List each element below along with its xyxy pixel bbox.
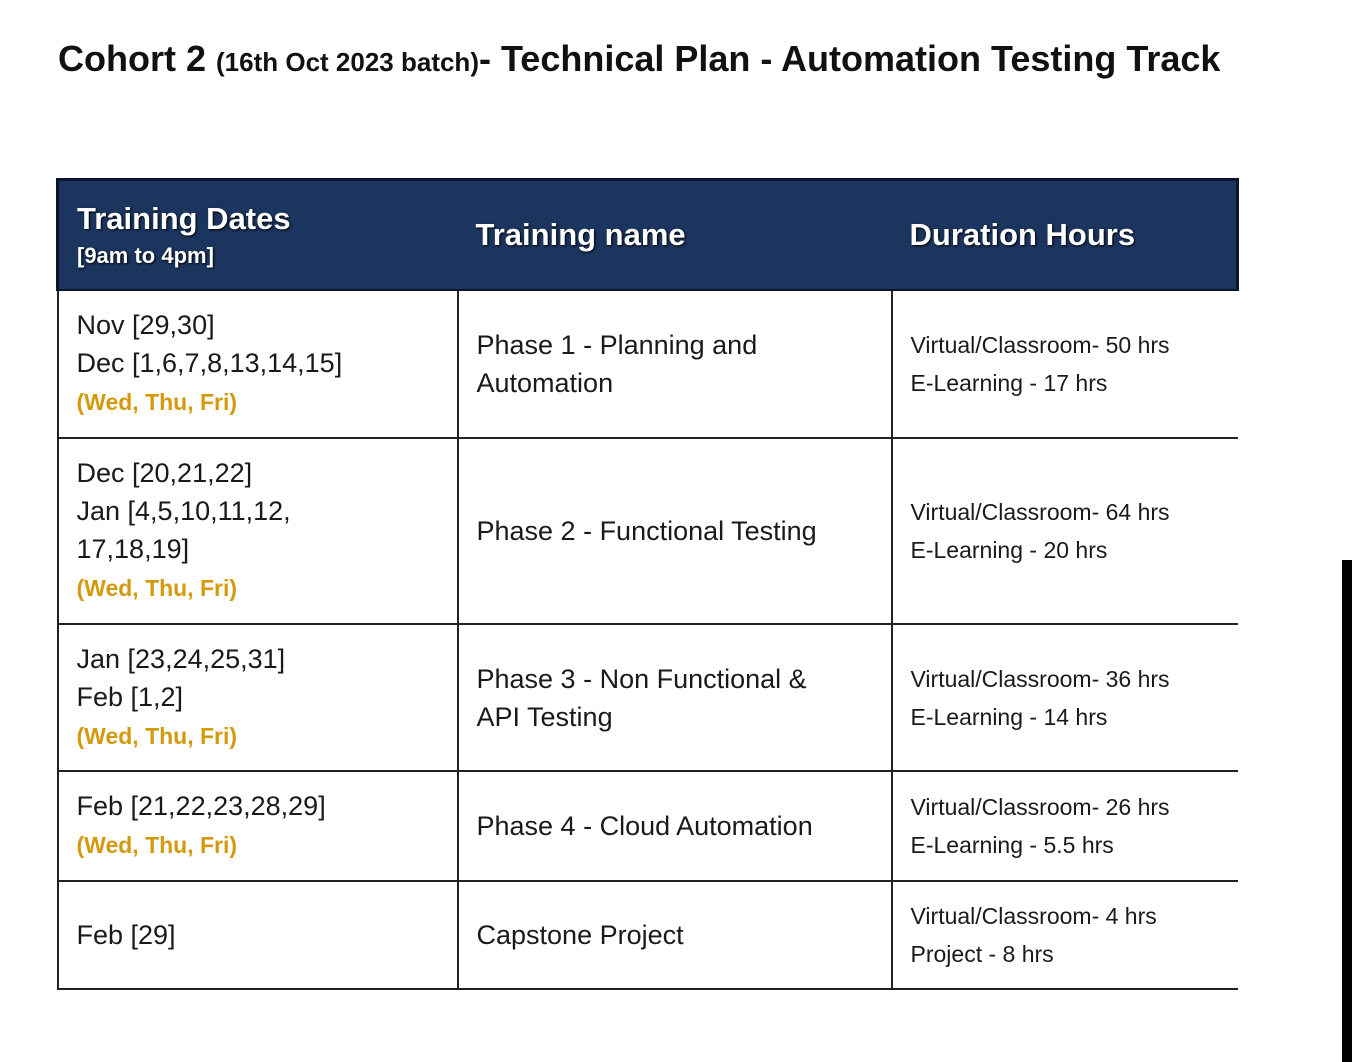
header-dates-sub: [9am to 4pm] xyxy=(77,243,214,268)
scan-edge-divider xyxy=(1342,560,1352,1062)
name-line: Phase 4 - Cloud Automation xyxy=(476,811,813,841)
date-line: Jan [23,24,25,31] xyxy=(76,643,286,674)
duration-cell: Virtual/Classroom- 50 hrs E-Learning - 1… xyxy=(891,290,1238,439)
date-line: Dec [1,6,7,8,13,14,15] xyxy=(76,348,343,378)
duration-line: Virtual/Classroom- 50 hrs xyxy=(910,332,1170,358)
weekdays-note: (Wed, Thu, Fri) xyxy=(76,832,238,858)
duration-line: Virtual/Classroom- 4 hrs xyxy=(910,903,1157,929)
header-training-name: Training name xyxy=(457,178,892,291)
training-name-cell: Capstone Project xyxy=(457,881,893,990)
weekdays-note: (Wed, Thu, Fri) xyxy=(76,722,238,749)
date-line: Dec [20,21,22] xyxy=(76,458,253,488)
dates-cell: Nov [29,30] Dec [1,6,7,8,13,14,15] (Wed,… xyxy=(56,290,459,439)
duration-cell: Virtual/Classroom- 64 hrs E-Learning - 2… xyxy=(891,438,1238,625)
title-batch: (16th Oct 2023 batch) xyxy=(216,47,479,77)
date-line: Jan [4,5,10,11,12, xyxy=(76,496,291,526)
date-line: Nov [29,30] xyxy=(76,310,215,340)
table-row: Nov [29,30] Dec [1,6,7,8,13,14,15] (Wed,… xyxy=(56,290,1238,439)
duration-line: Virtual/Classroom- 36 hrs xyxy=(910,665,1170,692)
dates-cell: Jan [23,24,25,31] Feb [1,2] (Wed, Thu, F… xyxy=(56,624,459,772)
duration-line: Virtual/Classroom- 26 hrs xyxy=(910,794,1170,820)
table-row: Dec [20,21,22] Jan [4,5,10,11,12, 17,18,… xyxy=(56,438,1238,625)
header-training-dates: Training Dates [9am to 4pm] xyxy=(56,178,458,291)
header-duration-hours: Duration Hours xyxy=(891,178,1239,291)
table-row: Feb [29] Capstone Project Virtual/Classr… xyxy=(56,881,1238,990)
training-name-cell: Phase 3 - Non Functional & API Testing xyxy=(457,624,893,772)
header-name-label: Training name xyxy=(475,217,686,252)
training-name-cell: Phase 4 - Cloud Automation xyxy=(457,771,893,882)
name-line: Phase 3 - Non Functional & xyxy=(476,663,807,694)
title-rest: - Technical Plan - Automation Testing Tr… xyxy=(478,38,1221,79)
date-line: Feb [1,2] xyxy=(76,681,184,712)
dates-cell: Feb [21,22,23,28,29] (Wed, Thu, Fri) xyxy=(56,771,459,882)
date-line: Feb [21,22,23,28,29] xyxy=(76,791,326,821)
duration-line: Virtual/Classroom- 64 hrs xyxy=(910,499,1170,525)
training-plan-table: Training Dates [9am to 4pm] Training nam… xyxy=(56,178,1239,990)
dates-cell: Dec [20,21,22] Jan [4,5,10,11,12, 17,18,… xyxy=(56,438,459,625)
training-name-cell: Phase 2 - Functional Testing xyxy=(457,438,893,625)
weekdays-note: (Wed, Thu, Fri) xyxy=(76,575,238,601)
duration-line: E-Learning - 20 hrs xyxy=(910,537,1108,563)
page-title: Cohort 2 (16th Oct 2023 batch)- Technica… xyxy=(58,36,1238,85)
name-line: Phase 1 - Planning and xyxy=(476,330,758,360)
header-dates-label: Training Dates xyxy=(77,201,291,236)
name-line: Phase 2 - Functional Testing xyxy=(476,516,817,546)
date-line: Feb [29] xyxy=(76,920,176,950)
header-duration-label: Duration Hours xyxy=(909,217,1136,252)
duration-cell: Virtual/Classroom- 36 hrs E-Learning - 1… xyxy=(891,624,1238,772)
table-row: Jan [23,24,25,31] Feb [1,2] (Wed, Thu, F… xyxy=(56,624,1238,772)
duration-cell: Virtual/Classroom- 26 hrs E-Learning - 5… xyxy=(891,771,1238,882)
duration-line: E-Learning - 5.5 hrs xyxy=(910,832,1114,858)
date-line: 17,18,19] xyxy=(76,534,190,564)
duration-line: E-Learning - 14 hrs xyxy=(910,703,1108,730)
duration-line: Project - 8 hrs xyxy=(910,941,1054,967)
duration-cell: Virtual/Classroom- 4 hrs Project - 8 hrs xyxy=(891,881,1238,990)
weekdays-note: (Wed, Thu, Fri) xyxy=(76,389,238,415)
training-name-cell: Phase 1 - Planning and Automation xyxy=(457,290,893,439)
table-row: Feb [21,22,23,28,29] (Wed, Thu, Fri) Pha… xyxy=(56,771,1238,882)
table-header-row: Training Dates [9am to 4pm] Training nam… xyxy=(56,178,1239,291)
duration-line: E-Learning - 17 hrs xyxy=(910,370,1108,396)
name-line: Capstone Project xyxy=(476,920,684,950)
title-main: Cohort 2 xyxy=(58,38,216,79)
dates-cell: Feb [29] xyxy=(56,881,459,990)
name-line: Automation xyxy=(476,368,614,398)
name-line: API Testing xyxy=(476,701,613,732)
